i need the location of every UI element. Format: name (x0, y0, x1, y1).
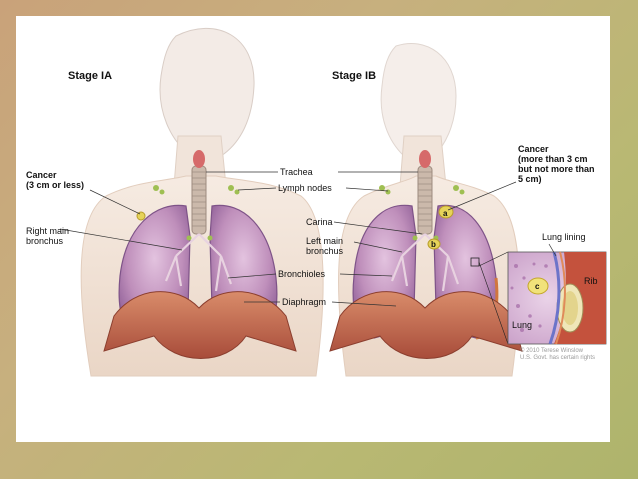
label-carina: Carina (306, 217, 333, 227)
leader-lines (59, 171, 557, 307)
label-lung-lining: Lung lining (542, 232, 586, 242)
stage-ia-title: Stage IA (68, 70, 113, 82)
lung-cancer-stage-illustration: a b c (59, 27, 607, 377)
label-bronchioles: Bronchioles (278, 269, 326, 279)
slide-canvas: a b c Stage IA Stage IB Cancer (3 cm or … (16, 16, 610, 442)
stage-ib-title: Stage IB (332, 70, 377, 82)
label-rib: Rib (584, 276, 598, 286)
label-left-main-bronchus: Left main bronchus (306, 236, 344, 256)
label-trachea: Trachea (280, 167, 313, 177)
marker-b: b (431, 240, 436, 249)
figure-stage-ib (329, 42, 523, 377)
label-cancer-ib: Cancer (more than 3 cm but not more than… (518, 144, 595, 184)
label-diaphragm: Diaphragm (282, 297, 327, 307)
copyright-notice: © 2010 Terese Winslow U.S. Govt. has cer… (520, 348, 596, 361)
marker-a: a (443, 209, 448, 218)
label-cancer-ia: Cancer (3 cm or less) (26, 170, 85, 190)
marker-c: c (535, 282, 540, 291)
label-lung: Lung (512, 320, 533, 330)
inset-pleura-detail (470, 251, 607, 345)
label-right-main-bronchus: Right main bronchus (26, 226, 70, 246)
label-lymph-nodes: Lymph nodes (278, 183, 332, 193)
figure-stage-ia (80, 27, 324, 377)
